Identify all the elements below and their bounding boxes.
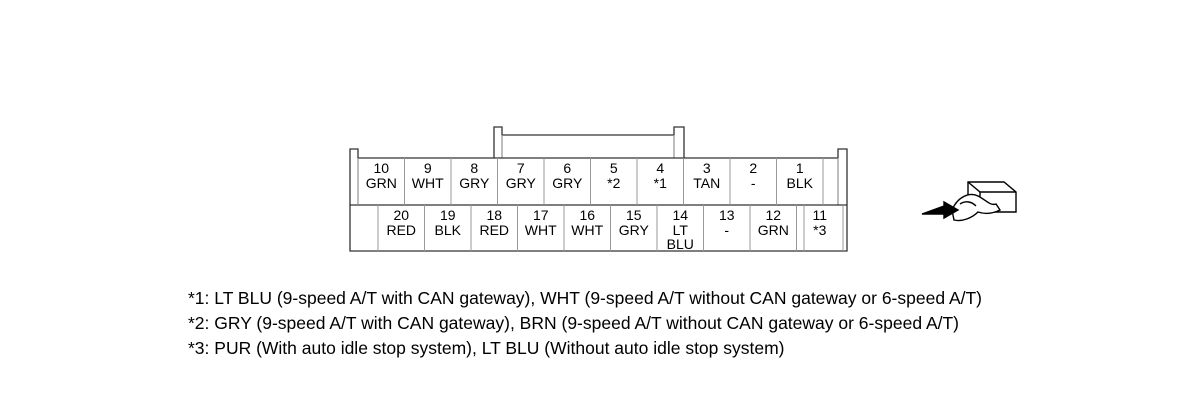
pin-number: 13 xyxy=(719,207,735,223)
pin-number: 11 xyxy=(812,207,827,223)
wire-color: GRY xyxy=(506,175,537,191)
wire-color: - xyxy=(751,175,756,191)
pin-number: 8 xyxy=(470,160,478,176)
pin-number: 15 xyxy=(626,207,642,223)
wire-color: GRN xyxy=(758,222,789,238)
wire-color: RED xyxy=(479,222,509,238)
wire-color: GRN xyxy=(366,175,397,191)
wire-color: WHT xyxy=(525,222,557,238)
pin-number: 2 xyxy=(749,160,757,176)
pin-number: 9 xyxy=(424,160,432,176)
connector-housing xyxy=(349,126,848,252)
footnotes: *1: LT BLU (9-speed A/T with CAN gateway… xyxy=(188,286,982,361)
pin-number: 7 xyxy=(517,160,525,176)
pin-number: 1 xyxy=(796,160,804,176)
pin-number: 14 xyxy=(672,207,688,223)
pin-number: 3 xyxy=(703,160,711,176)
bottom-row-cells: 20RED19BLK18RED17WHT16WHT15GRY14LTBLU13-… xyxy=(377,205,844,252)
wire-color: WHT xyxy=(571,222,603,238)
pin-number: 12 xyxy=(765,207,781,223)
pin-number: 20 xyxy=(393,207,409,223)
pin-number: 5 xyxy=(610,160,618,176)
pin-number: 17 xyxy=(533,207,549,223)
pin-number: 6 xyxy=(563,160,571,176)
note-1: *1: LT BLU (9-speed A/T with CAN gateway… xyxy=(188,288,983,308)
connector-hand-pointer-icon xyxy=(921,181,1017,222)
wire-color: LT xyxy=(673,222,689,238)
wire-color: RED xyxy=(386,222,416,238)
note-3: *3: PUR (With auto idle stop system), LT… xyxy=(188,338,785,358)
wire-color: - xyxy=(724,222,729,238)
pin-number: 19 xyxy=(440,207,456,223)
pin-number: 16 xyxy=(579,207,595,223)
pin-number: 4 xyxy=(656,160,664,176)
wire-color: GRY xyxy=(459,175,490,191)
wire-color: BLK xyxy=(435,222,462,238)
wire-color: BLK xyxy=(787,175,814,191)
wire-color: WHT xyxy=(412,175,444,191)
wire-color: *3 xyxy=(813,222,826,238)
wire-color: *2 xyxy=(607,175,620,191)
wire-color: GRY xyxy=(552,175,583,191)
note-2: *2: GRY (9-speed A/T with CAN gateway), … xyxy=(188,313,959,333)
wire-color: *1 xyxy=(654,175,667,191)
pin-number: 10 xyxy=(373,160,389,176)
pin-number: 18 xyxy=(486,207,502,223)
wire-color-line2: BLU xyxy=(667,236,694,252)
wire-color: TAN xyxy=(693,175,720,191)
wire-color: GRY xyxy=(619,222,650,238)
